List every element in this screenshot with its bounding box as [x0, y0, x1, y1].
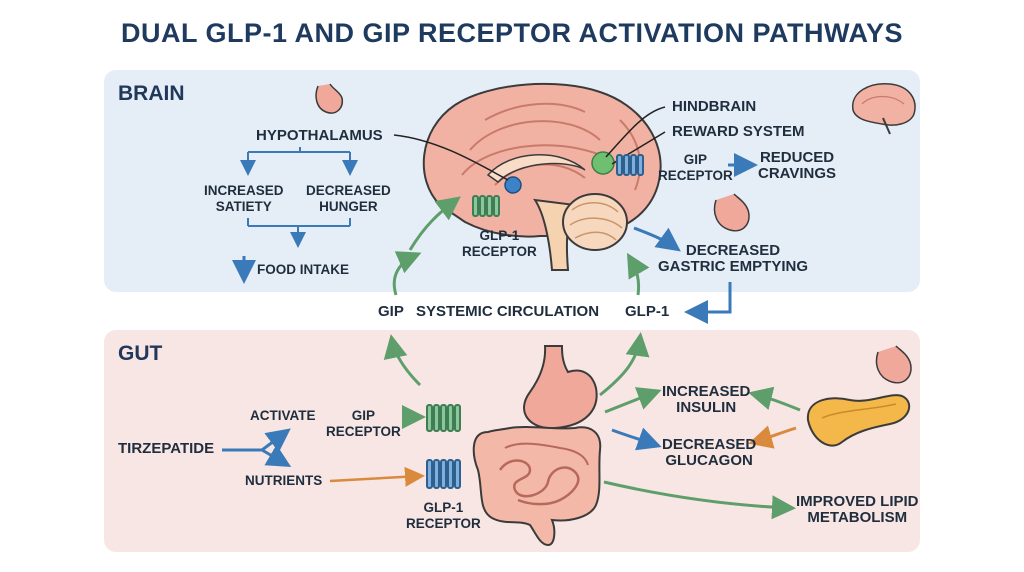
glp1-receptor-brain-icon	[472, 195, 500, 217]
diagram-title: DUAL GLP-1 AND GIP RECEPTOR ACTIVATION P…	[120, 18, 904, 48]
gut-outcome-arrows	[603, 386, 801, 520]
nutrients-arrow	[329, 466, 425, 487]
systemic-circulation-label: SYSTEMIC CIRCULATION	[416, 303, 600, 320]
brain-illustration	[422, 82, 662, 271]
gut-illustration	[472, 345, 602, 547]
activate-label: ACTIVATE	[250, 408, 316, 423]
tirzepatide-label: TIRZEPATIDE	[118, 440, 215, 457]
glp1-receptor-gut-icon	[426, 459, 461, 489]
gip-circulation-label: GIP	[378, 303, 404, 320]
decreased-glucagon-label: DECREASED GLUCAGON	[662, 436, 757, 469]
increased-satiety-label: INCREASED SATIETY	[204, 183, 284, 214]
stomach-icon-gastric	[713, 193, 750, 232]
gut-heading: GUT	[118, 342, 163, 365]
improved-lipid-metabolism-label: IMPROVED LIPID METABOLISM	[796, 493, 919, 526]
circulation-arrows	[383, 196, 732, 397]
increased-insulin-label: INCREASED INSULIN	[662, 383, 751, 416]
hindbrain-label: HINDBRAIN	[672, 98, 757, 115]
gip-receptor-gut-icon	[426, 404, 461, 432]
food-intake-label: FOOD INTAKE	[257, 262, 349, 277]
decreased-hunger-label: DECREASED HUNGER	[306, 183, 391, 214]
gip-receptor-brain-icon	[616, 154, 644, 176]
reward-system-label: REWARD SYSTEM	[672, 123, 805, 140]
reduced-cravings-label: REDUCED CRAVINGS	[758, 149, 837, 182]
hypothalamus-branch-arrows	[232, 147, 358, 284]
nutrients-label: NUTRIENTS	[245, 473, 323, 488]
tirzepatide-arrows	[222, 428, 292, 468]
gip-receptor-brain-label: GIP RECEPTOR	[658, 152, 733, 183]
brain-icon	[852, 83, 916, 135]
stomach-icon-gut	[875, 345, 912, 384]
brain-heading: BRAIN	[118, 82, 185, 105]
glp1-receptor-brain-label: GLP-1 RECEPTOR	[462, 228, 537, 259]
stomach-icon	[315, 83, 344, 114]
decreased-gastric-emptying-label: DECREASED GASTRIC EMPTYING	[658, 242, 809, 275]
gip-receptor-gut-label: GIP RECEPTOR	[326, 408, 401, 439]
glp1-receptor-gut-label: GLP-1 RECEPTOR	[406, 500, 481, 531]
glp1-circulation-label: GLP-1	[625, 303, 670, 320]
hypothalamus-label: HYPOTHALAMUS	[256, 127, 383, 144]
pancreas-illustration	[806, 394, 911, 447]
